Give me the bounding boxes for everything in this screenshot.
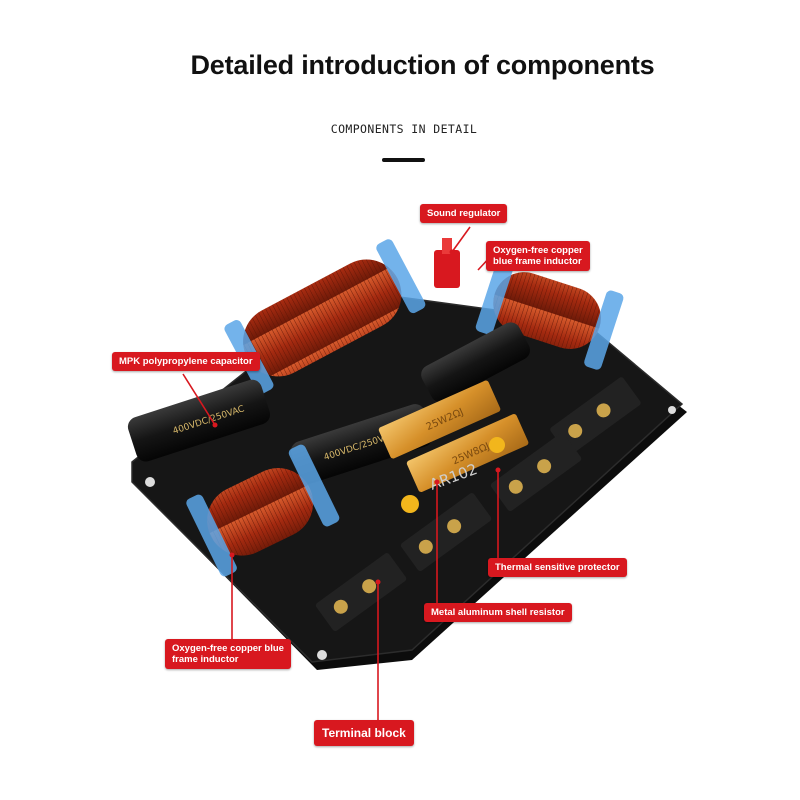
page-subtitle: COMPONENTS IN DETAIL [330, 122, 478, 136]
label-inductor-top: Oxygen-free copper blue frame inductor [486, 241, 590, 271]
terminal-blocks [315, 377, 641, 632]
label-thermal-protector: Thermal sensitive protector [488, 558, 627, 577]
page-title: Detailed introduction of components [190, 50, 655, 80]
sound-regulator-part [434, 238, 460, 288]
title-divider [382, 158, 425, 162]
label-inductor-bottom: Oxygen-free copper blue frame inductor [165, 639, 291, 669]
aluminum-resistors: 25W2ΩJ 25W8ΩJ [378, 380, 529, 492]
inductor-front [186, 444, 340, 577]
label-capacitor: MPK polypropylene capacitor [112, 352, 260, 371]
label-terminal-block: Terminal block [314, 720, 414, 746]
label-sound-regulator: Sound regulator [420, 204, 508, 223]
thermal-protector-part [401, 437, 505, 513]
capacitor-right [421, 322, 531, 403]
label-resistor: Metal aluminum shell resistor [424, 603, 572, 622]
